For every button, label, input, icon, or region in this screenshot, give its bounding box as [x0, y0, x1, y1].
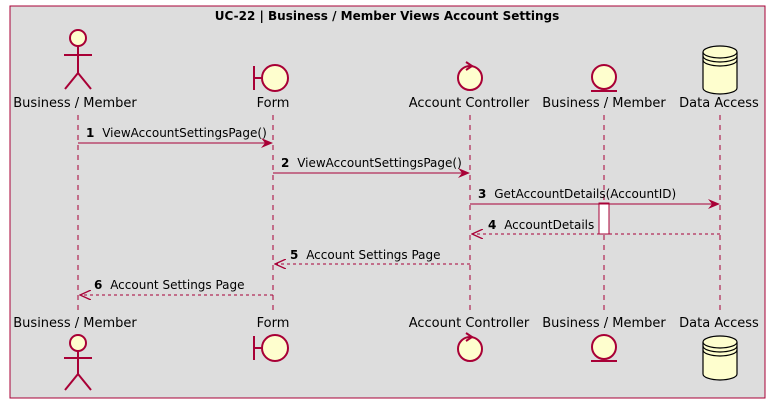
message-text: ViewAccountSettingsPage(): [102, 126, 267, 140]
boundary-icon: [253, 334, 289, 362]
participant-label-bottom: Business / Member: [13, 316, 137, 331]
control-icon: [457, 332, 483, 362]
participant-label-bottom: Account Controller: [409, 316, 530, 331]
message-number: 2: [281, 156, 289, 170]
database-icon: [702, 335, 738, 381]
message-label: 3 GetAccountDetails(AccountID): [478, 187, 676, 201]
database-icon: [702, 45, 738, 95]
message-label: 4 AccountDetails: [488, 218, 594, 232]
message-text: ViewAccountSettingsPage(): [297, 156, 462, 170]
participant-label-top: Data Access: [679, 96, 759, 111]
participant-label-bottom: Data Access: [679, 316, 759, 331]
diagram-title: UC-22 | Business / Member Views Account …: [215, 9, 559, 23]
activation-bar: [598, 202, 610, 235]
message-label: 1 ViewAccountSettingsPage(): [86, 126, 267, 140]
message-label: 2 ViewAccountSettingsPage(): [281, 156, 462, 170]
participant-label-bottom: Form: [257, 316, 290, 331]
message-text: GetAccountDetails(AccountID): [494, 187, 676, 201]
actor-icon: [64, 334, 92, 391]
lifelines: [77, 115, 721, 313]
message-label: 5 Account Settings Page: [290, 248, 441, 262]
participant-label-top: Business / Member: [13, 96, 137, 111]
message-text: AccountDetails: [504, 218, 594, 232]
message-label: 6 Account Settings Page: [94, 278, 245, 292]
control-icon: [457, 61, 483, 91]
message-text: Account Settings Page: [306, 248, 440, 262]
boundary-icon: [253, 64, 289, 92]
actor-icon: [64, 29, 92, 90]
message-number: 6: [94, 278, 102, 292]
participant-label-top: Form: [257, 96, 290, 111]
entity-icon: [591, 64, 617, 92]
message-number: 5: [290, 248, 298, 262]
message-number: 4: [488, 218, 496, 232]
participant-label-bottom: Business / Member: [542, 316, 666, 331]
entity-icon: [591, 334, 617, 362]
diagram-frame: [9, 5, 766, 399]
message-text: Account Settings Page: [110, 278, 244, 292]
message-number: 3: [478, 187, 486, 201]
participant-label-top: Account Controller: [409, 96, 530, 111]
participant-label-top: Business / Member: [542, 96, 666, 111]
message-number: 1: [86, 126, 94, 140]
